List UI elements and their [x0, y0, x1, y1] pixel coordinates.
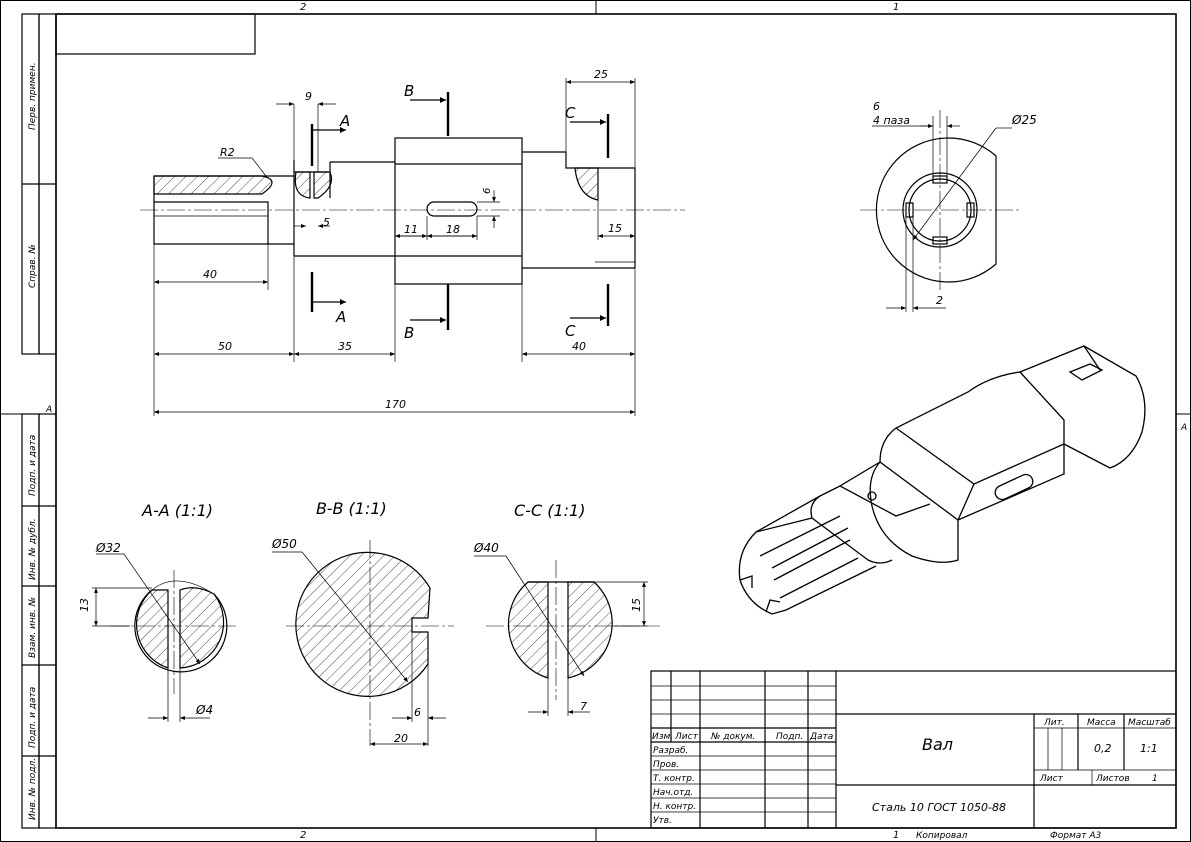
tb-sheets-label: Листов — [1095, 774, 1130, 784]
isometric-view — [738, 345, 1146, 615]
section-aa-phi32: Ø32 — [95, 541, 121, 555]
cut-label-b-top: B — [404, 82, 414, 100]
end-dim-phi25: Ø25 — [1011, 113, 1037, 127]
section-cc-phi40: Ø40 — [473, 541, 499, 555]
cut-label-c-top: C — [565, 104, 576, 122]
zone-side-left: A — [45, 405, 52, 415]
dim-5: 5 — [323, 216, 330, 229]
tb-row-nkontr: Н. контр. — [653, 802, 696, 812]
end-dim-2: 2 — [936, 294, 943, 307]
dim-6: 6 — [482, 188, 493, 194]
end-view-dims — [860, 110, 1020, 312]
section-bb-20: 20 — [394, 732, 408, 745]
zone-side-right: A — [1180, 423, 1187, 433]
section-bb-phi50: Ø50 — [271, 537, 297, 551]
tb-row-nachotd: Нач.отд. — [653, 788, 693, 798]
dim-50: 50 — [218, 340, 232, 353]
strip-inv-dubl: Инв. № дубл. — [28, 518, 38, 580]
strip-perv-primen: Перв. примен. — [28, 62, 38, 130]
cut-label-a-bottom: A — [335, 308, 346, 326]
cut-label-c-bottom: C — [565, 322, 576, 340]
section-bb — [272, 540, 454, 746]
section-cc-15: 15 — [630, 598, 643, 612]
strip-inv-podl: Инв. № подл. — [28, 758, 38, 820]
dim-r2: R2 — [220, 146, 235, 159]
dim-18: 18 — [446, 223, 460, 236]
zone-top-left: 2 — [300, 2, 306, 13]
strip-vzam-inv: Взам. инв. № — [28, 597, 38, 658]
section-cc-7: 7 — [580, 700, 587, 713]
main-dimensions — [153, 78, 636, 416]
shaft-main-view — [153, 137, 636, 285]
dim-25: 25 — [594, 68, 608, 81]
zone-bottom-left: 2 — [300, 830, 306, 841]
tb-col-list: Лист — [674, 732, 699, 742]
tb-scale-value: 1:1 — [1140, 742, 1158, 755]
tb-row-utv: Утв. — [653, 816, 672, 826]
section-aa — [92, 553, 238, 722]
tb-sheets-value: 1 — [1152, 774, 1158, 784]
zone-bottom-right: 1 — [893, 830, 899, 841]
dim-35: 35 — [338, 340, 352, 353]
section-aa-phi4: Ø4 — [195, 703, 213, 717]
section-aa-13: 13 — [78, 598, 91, 612]
footer-copied: Копировал — [916, 831, 968, 841]
side-strip — [21, 13, 57, 829]
tb-row-prov: Пров. — [653, 760, 679, 770]
tb-col-docnum: № докум. — [710, 732, 755, 742]
end-slots: 4 паза — [873, 114, 910, 127]
strip-sprav: Справ. № — [28, 244, 38, 288]
dim-9: 9 — [305, 90, 312, 103]
tb-col-podp: Подп. — [776, 732, 803, 742]
strip-podp-data-1: Подп. и дата — [28, 435, 38, 496]
end-dim-6: 6 — [873, 100, 880, 113]
tb-sheet-label: Лист — [1039, 774, 1064, 784]
title-block — [650, 670, 1177, 829]
section-cc-title: C-C (1:1) — [514, 501, 585, 520]
tb-mass-value: 0,2 — [1094, 742, 1112, 755]
section-bb-title: B-B (1:1) — [316, 499, 387, 518]
dim-40-left: 40 — [203, 268, 217, 281]
dim-11: 11 — [404, 223, 418, 236]
footer-format: Формат A3 — [1050, 831, 1102, 841]
strip-podp-data-2: Подп. и дата — [28, 687, 38, 748]
zone-top-right: 1 — [893, 2, 899, 13]
tb-col-data: Дата — [809, 732, 833, 742]
section-bb-6: 6 — [414, 706, 421, 719]
section-cc — [474, 555, 660, 716]
tb-mass-label: Масса — [1087, 718, 1116, 728]
cutting-planes — [310, 92, 610, 330]
dim-170: 170 — [385, 398, 406, 411]
tb-row-razrab: Разраб. — [653, 746, 688, 756]
cut-label-a-top: A — [339, 112, 350, 130]
dim-15: 15 — [608, 222, 622, 235]
tb-material: Сталь 10 ГОСТ 1050-88 — [872, 801, 1006, 814]
tb-lit-label: Лит. — [1043, 718, 1065, 728]
tb-col-izm: Изм. — [652, 732, 673, 742]
tb-row-tkontr: Т. контр. — [653, 774, 695, 784]
tb-part-name: Вал — [922, 735, 953, 754]
cut-label-b-bottom: B — [404, 324, 414, 342]
section-aa-title: A-A (1:1) — [141, 501, 213, 520]
tb-scale-label: Масштаб — [1128, 718, 1171, 728]
dim-40-right: 40 — [572, 340, 586, 353]
